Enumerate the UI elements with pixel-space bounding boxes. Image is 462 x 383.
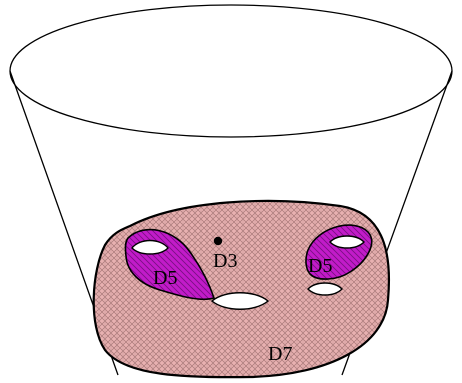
hole-left <box>131 239 169 255</box>
hole-center <box>210 292 270 310</box>
point-d3 <box>213 236 223 246</box>
label-d7: D7 <box>268 343 292 365</box>
label-d5-left: D5 <box>153 267 177 289</box>
label-d3: D3 <box>213 250 237 272</box>
hole-small <box>307 282 343 296</box>
hole-right <box>329 235 365 249</box>
cone-rim <box>9 4 453 138</box>
label-d5-right: D5 <box>308 255 332 277</box>
